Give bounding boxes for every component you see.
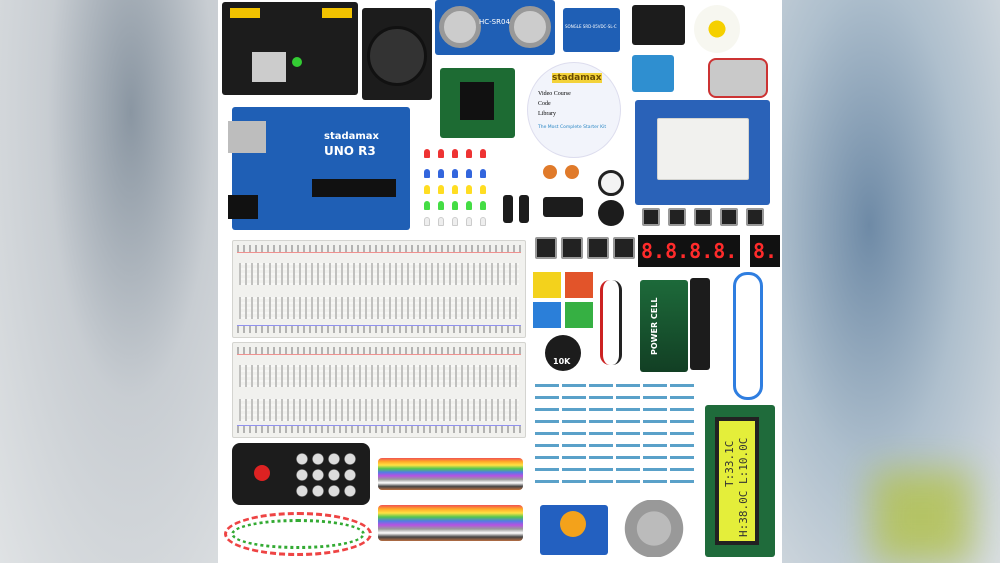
four-digit-seven-segment-display: 8.8.8.8. <box>638 235 741 267</box>
stepper-driver-board <box>440 68 515 138</box>
servo-motor <box>540 505 608 555</box>
voltage-regulators <box>543 197 583 217</box>
cd-line-3: Library <box>538 111 556 117</box>
cd-line-2: Code <box>538 101 551 107</box>
buzzer-sticker <box>598 170 624 196</box>
cd-tagline: The Most Complete Starter Kit <box>538 125 607 130</box>
usb-cable <box>733 272 763 400</box>
button-caps <box>533 272 595 330</box>
battery-clip-cable <box>600 280 622 365</box>
single-digit-seven-segment-display: 8. <box>750 235 781 267</box>
ribbon-jumper-wires-2 <box>378 505 523 541</box>
blurred-background-right <box>782 0 1000 563</box>
dht11-sensor <box>632 55 674 92</box>
tactile-buttons <box>642 208 772 230</box>
fan-propeller <box>694 5 740 53</box>
arduino-uno-board: stadamax UNO R3 <box>228 107 410 230</box>
software-cd: stadamax Video Course Code Library The M… <box>527 62 621 158</box>
product-photo: HC-SR04 SONGLE SRD-05VDC-SL-C stadamax V… <box>218 0 782 563</box>
large-buttons <box>535 237 635 261</box>
stepper-motor <box>615 500 693 557</box>
ic-chips <box>690 278 710 370</box>
lcd-line-1: T:33.1C <box>723 440 736 487</box>
board-model: UNO R3 <box>324 144 376 158</box>
buzzer <box>598 200 624 226</box>
resistor-assortment <box>535 377 695 489</box>
ribbon-jumper-wires-1 <box>378 458 523 490</box>
breadboard-jumper-wires <box>224 512 372 556</box>
blurred-background-left <box>0 0 218 563</box>
potentiometer-label: 10K <box>553 357 571 366</box>
ir-remote-control <box>232 443 370 505</box>
relay-label: SONGLE SRD-05VDC-SL-C <box>565 24 617 29</box>
breadboard-1 <box>232 240 526 338</box>
9v-battery: POWER CELL <box>640 280 688 372</box>
joystick-module <box>362 8 432 100</box>
board-brand: stadamax <box>324 131 380 142</box>
lcd-line-2: H:38.0C L:10.0C <box>737 437 750 537</box>
lcd-display-module: T:33.1C H:38.0C L:10.0C <box>705 405 775 557</box>
cd-brand: stadamax <box>552 73 602 83</box>
sensor-module <box>632 5 685 45</box>
power-supply-module <box>222 2 358 95</box>
relay-module: SONGLE SRD-05VDC-SL-C <box>563 8 620 52</box>
cd-line-1: Video Course <box>538 91 571 97</box>
potentiometer: 10K <box>545 335 581 371</box>
dc-motor <box>708 58 768 98</box>
led-assortment <box>422 145 488 240</box>
battery-label: POWER CELL <box>650 297 659 355</box>
prototype-shield <box>635 100 770 205</box>
ceramic-capacitors <box>543 165 583 179</box>
breadboard-2 <box>232 342 526 438</box>
capacitors <box>503 195 533 235</box>
ultrasonic-sensor: HC-SR04 <box>435 0 555 55</box>
ultrasonic-label: HC-SR04 <box>479 18 510 26</box>
